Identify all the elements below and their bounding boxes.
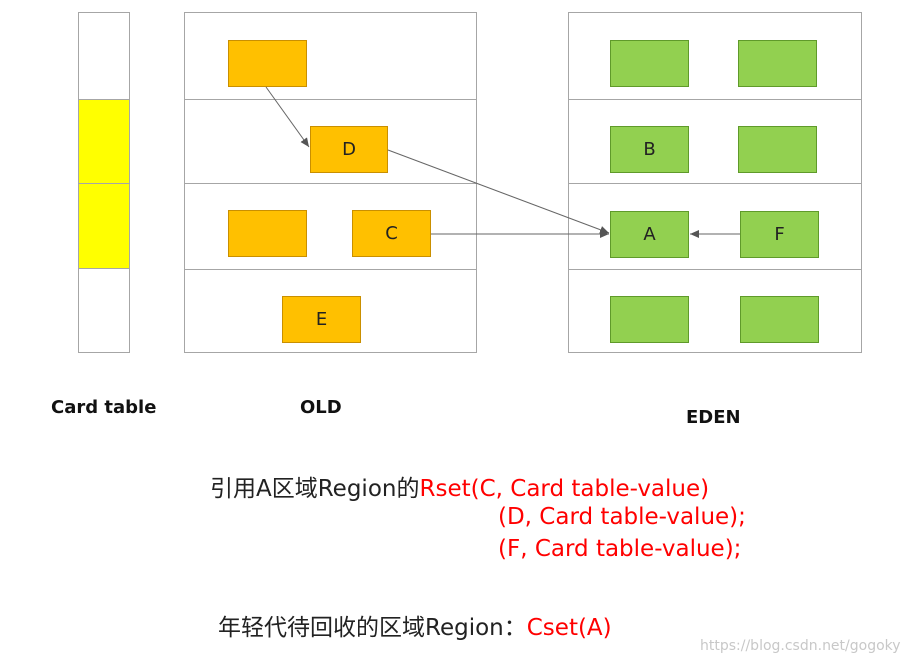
rset-intro: 引用A区域Region的	[210, 476, 420, 502]
eden-region-top-right	[738, 40, 817, 87]
region-c-label: C	[385, 223, 398, 244]
card-divider	[79, 268, 129, 269]
cset-line: 年轻代待回收的区域Region：Cset(A)	[218, 608, 612, 642]
eden-row-divider	[569, 183, 861, 184]
rset-entry-d: (D, Card table-value);	[498, 504, 746, 530]
rset-entry-f: (F, Card table-value);	[498, 536, 742, 562]
region-a-label: A	[643, 224, 656, 245]
rset-entry-c: Rset(C, Card table-value)	[419, 476, 710, 502]
region-d-label: D	[342, 139, 356, 160]
card-divider	[79, 183, 129, 184]
old-region-c: C	[352, 210, 431, 257]
region-b-label: B	[643, 139, 656, 160]
old-region-left	[228, 210, 307, 257]
old-row-divider	[185, 183, 476, 184]
eden-row-divider	[569, 269, 861, 270]
eden-region-f: F	[740, 211, 819, 258]
cset-intro: 年轻代待回收的区域Region：	[218, 615, 527, 641]
arrow-top-to-d	[265, 86, 310, 148]
eden-region-row2-right	[738, 126, 817, 173]
old-label: OLD	[300, 397, 342, 418]
card-dirty-1	[79, 100, 129, 184]
card-dirty-2	[79, 184, 129, 269]
card-divider	[79, 99, 129, 100]
eden-region-top-left	[610, 40, 689, 87]
eden-row-divider	[569, 99, 861, 100]
eden-region-bottom-left	[610, 296, 689, 343]
region-f-label: F	[774, 224, 785, 245]
eden-label: EDEN	[686, 407, 741, 428]
cset-value: Cset(A)	[526, 615, 612, 641]
card-table-column	[78, 12, 130, 353]
old-region-e: E	[282, 296, 361, 343]
rset-line-1: 引用A区域Region的Rset(C, Card table-value)	[210, 469, 709, 503]
old-row-divider	[185, 99, 476, 100]
watermark: https://blog.csdn.net/gogoky	[700, 638, 901, 654]
eden-region-b: B	[610, 126, 689, 173]
old-region-d: D	[310, 126, 388, 173]
card-table-label: Card table	[51, 397, 157, 418]
old-region-top	[228, 40, 307, 87]
old-row-divider	[185, 269, 476, 270]
eden-region-a: A	[610, 211, 689, 258]
eden-region-bottom-right	[740, 296, 819, 343]
arrow-d-to-a	[387, 149, 610, 234]
region-e-label: E	[315, 309, 328, 330]
